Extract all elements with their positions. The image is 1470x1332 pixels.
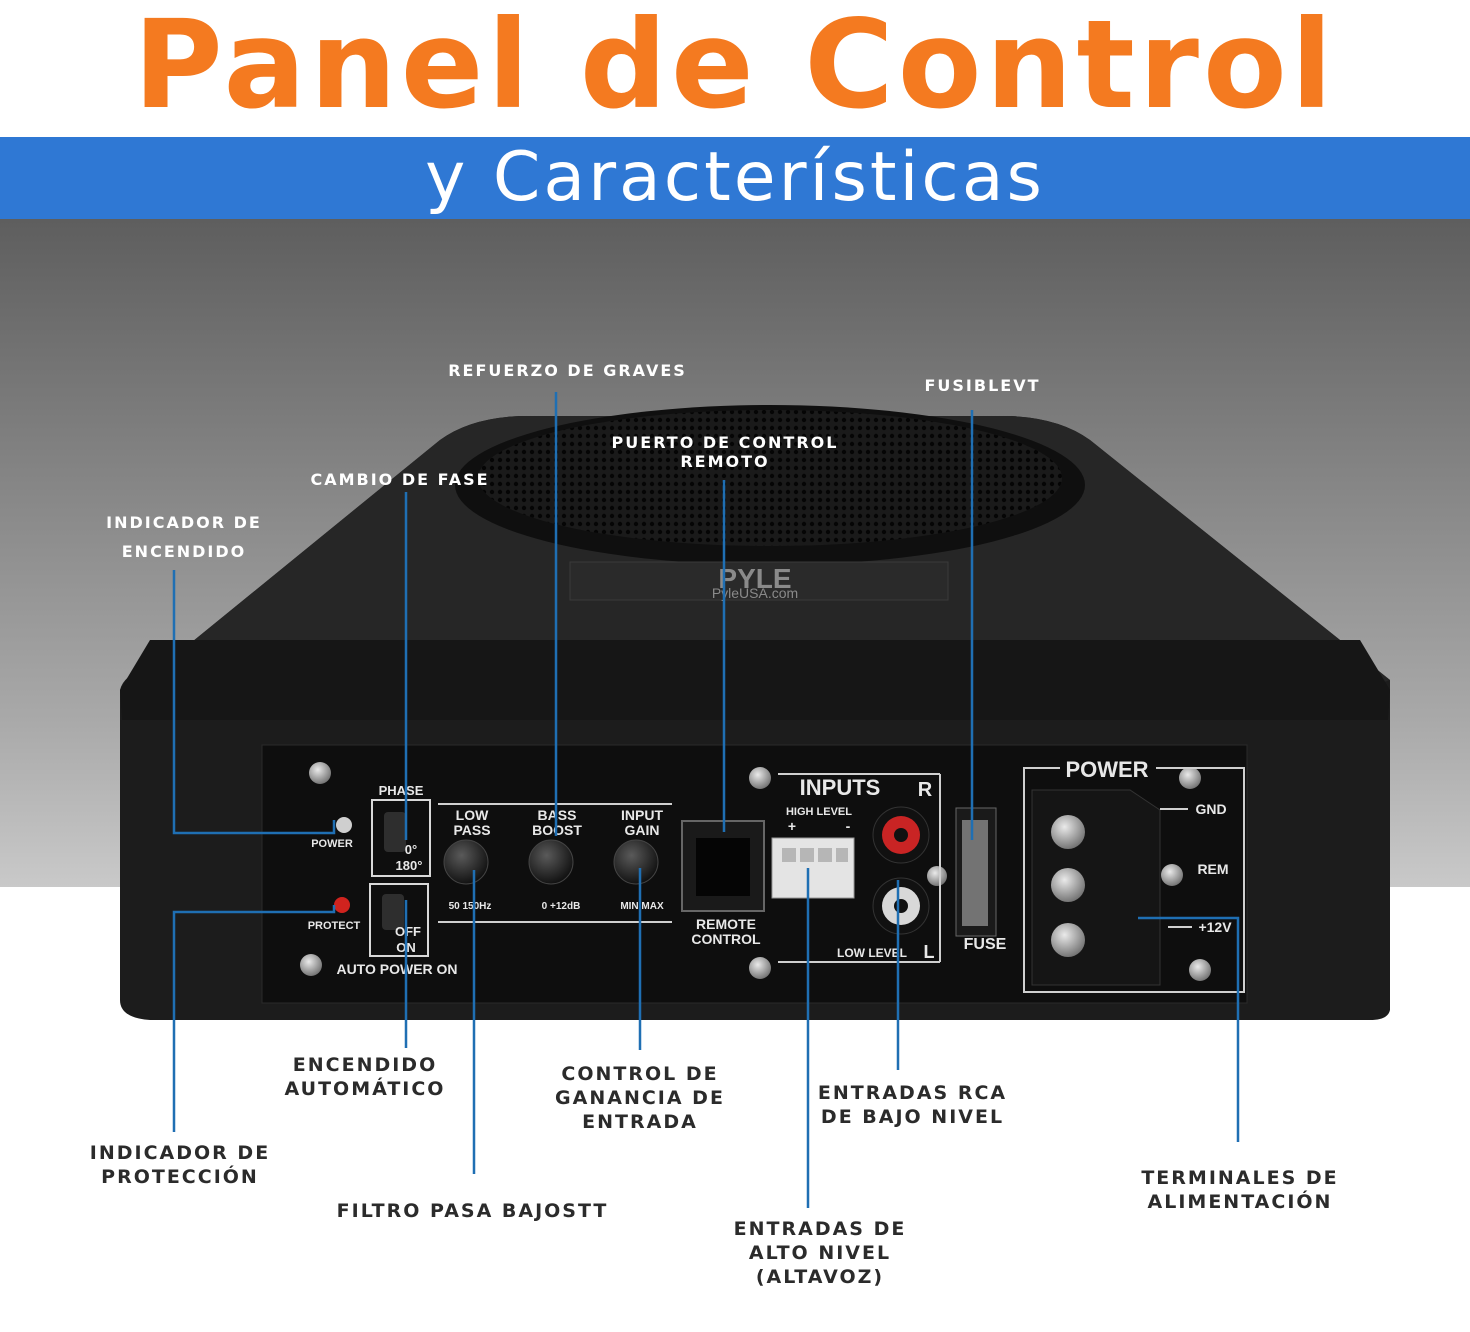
input-gain-callout: CONTROL DE GANANCIA DE ENTRADA bbox=[555, 1063, 725, 1133]
input-gain-knob[interactable] bbox=[613, 839, 659, 885]
low-pass-range: 50 150Hz bbox=[449, 901, 492, 912]
screw bbox=[1161, 864, 1183, 886]
phase-switch[interactable] bbox=[384, 812, 406, 852]
screw bbox=[309, 762, 331, 784]
screw bbox=[749, 767, 771, 789]
off-label: OFF bbox=[395, 924, 421, 939]
protect-led-label: PROTECT bbox=[308, 920, 361, 932]
low-pass-callout: FILTRO PASA BAJOSTT bbox=[336, 1200, 609, 1222]
bass-boost-knob[interactable] bbox=[528, 839, 574, 885]
remote-port-callout: PUERTO DE CONTROL REMOTO bbox=[611, 433, 839, 471]
rem-label: REM bbox=[1197, 861, 1228, 877]
gnd-label: GND bbox=[1195, 801, 1226, 817]
protect-led bbox=[334, 897, 350, 913]
high-level-minus: - bbox=[846, 818, 851, 834]
gnd-terminal[interactable] bbox=[1051, 815, 1085, 849]
remote-port[interactable] bbox=[696, 838, 750, 896]
inputs-r-label: R bbox=[918, 779, 933, 801]
auto-power-switch[interactable] bbox=[382, 894, 404, 930]
fuse-label: FUSE bbox=[964, 936, 1007, 953]
input-gain-range: MIN MAX bbox=[620, 901, 664, 912]
page-title: Panel de Control bbox=[133, 0, 1337, 136]
fuse[interactable] bbox=[962, 820, 988, 926]
auto-power-callout: ENCENDIDO AUTOMÁTICO bbox=[284, 1054, 446, 1100]
high-level-plus: + bbox=[788, 818, 796, 834]
v12-terminal[interactable] bbox=[1051, 923, 1085, 957]
logo-plate bbox=[569, 561, 949, 601]
inputs-l-label: L bbox=[924, 942, 935, 962]
phase-callout: CAMBIO DE FASE bbox=[310, 470, 490, 489]
screw bbox=[1189, 959, 1211, 981]
subwoofer-enclosure: PYLE PyleUSA.com bbox=[120, 405, 1390, 1020]
bass-boost-range: 0 +12dB bbox=[542, 901, 581, 912]
high-level-label: HIGH LEVEL bbox=[786, 806, 852, 818]
high-level-connector[interactable] bbox=[771, 837, 855, 899]
protect-indicator-callout: INDICADOR DE PROTECCIÓN bbox=[89, 1142, 271, 1188]
bass-boost-callout: REFUERZO DE GRAVES bbox=[448, 361, 687, 380]
fuse-callout: FUSIBLEVT bbox=[924, 376, 1041, 395]
subtitle-banner bbox=[0, 137, 1470, 219]
product-illustration: PYLE PyleUSA.com POWER PROTECT PHASE 0° … bbox=[0, 219, 1470, 1332]
control-panel: POWER PROTECT PHASE 0° 180° OFF ON AUTO … bbox=[261, 744, 1248, 1004]
inputs-label: INPUTS bbox=[800, 775, 881, 800]
power-led-label: POWER bbox=[311, 838, 353, 850]
low-level-label: LOW LEVEL bbox=[837, 946, 907, 960]
low-pass-label-1: LOW bbox=[456, 807, 489, 823]
remote-label-1: REMOTE bbox=[696, 916, 756, 932]
phase-180-label: 180° bbox=[396, 858, 423, 873]
phase-0-label: 0° bbox=[405, 842, 417, 857]
auto-power-on-label: AUTO POWER ON bbox=[336, 961, 457, 977]
brand-logo: PYLE bbox=[718, 563, 791, 594]
remote-label-2: CONTROL bbox=[691, 931, 761, 947]
page-subtitle: y Características bbox=[425, 138, 1045, 217]
screw bbox=[749, 957, 771, 979]
rem-terminal[interactable] bbox=[1051, 868, 1085, 902]
speaker-grille bbox=[478, 410, 1062, 546]
power-led bbox=[336, 817, 352, 833]
callout-lines bbox=[172, 392, 1240, 1208]
power-indicator-callout: INDICADOR DE ENCENDIDO bbox=[106, 513, 262, 561]
screw bbox=[300, 954, 322, 976]
low-level-rca-callout: ENTRADAS RCA DE BAJO NIVEL bbox=[817, 1082, 1008, 1128]
brand-website: PyleUSA.com bbox=[712, 585, 798, 601]
low-pass-knob[interactable] bbox=[443, 839, 489, 885]
input-gain-label-1: INPUT bbox=[621, 807, 663, 823]
screw bbox=[1179, 767, 1201, 789]
input-gain-label-2: GAIN bbox=[625, 822, 660, 838]
power-terminals-callout: TERMINALES DE ALIMENTACIÓN bbox=[1141, 1167, 1339, 1213]
screw bbox=[927, 866, 947, 886]
v12-label: +12V bbox=[1198, 919, 1232, 935]
power-block-label: POWER bbox=[1065, 757, 1148, 782]
low-pass-label-2: PASS bbox=[453, 822, 490, 838]
high-level-callout: ENTRADAS DE ALTO NIVEL (ALTAVOZ) bbox=[733, 1218, 907, 1288]
phase-label: PHASE bbox=[379, 783, 424, 798]
